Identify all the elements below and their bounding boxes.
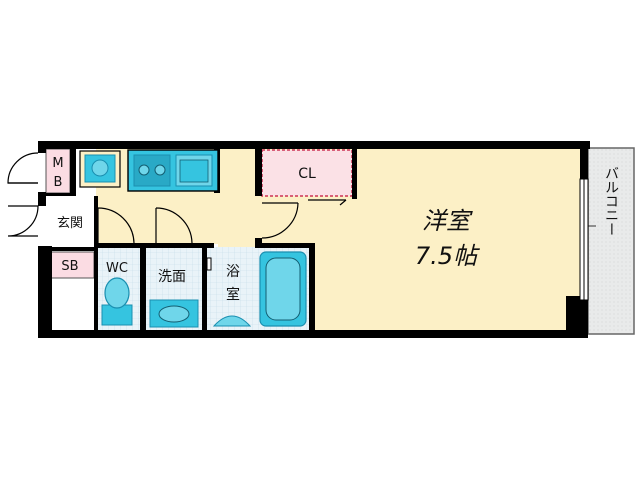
room-door xyxy=(261,202,299,239)
entrance-label: 玄関 xyxy=(57,216,83,231)
balcony-area xyxy=(587,147,635,335)
meter-box xyxy=(45,148,71,194)
main-room-size: 7.5帖 xyxy=(415,242,480,270)
entrance-door xyxy=(7,152,39,237)
toilet-icon xyxy=(101,277,133,326)
closet-door xyxy=(308,199,347,206)
shoe-box-label: SB xyxy=(61,259,78,274)
outer-walls xyxy=(38,141,590,338)
entrance-floor xyxy=(46,196,94,250)
bathtub-icon xyxy=(259,251,307,327)
toilet-label: WC xyxy=(106,261,128,276)
closet-label: CL xyxy=(298,166,316,182)
bath-basin-icon xyxy=(212,315,252,327)
bathroom-door xyxy=(204,252,212,292)
bathroom-label-1: 浴 xyxy=(226,264,240,280)
bathroom-label-2: 室 xyxy=(226,286,240,303)
balcony-label: バルコニー xyxy=(603,166,619,236)
shoe-box xyxy=(45,251,95,279)
meter-box-label-2: B xyxy=(54,175,63,190)
washing-machine-icon xyxy=(79,150,121,188)
kitchen-counter-icon xyxy=(127,149,219,192)
washroom-label: 洗面 xyxy=(158,269,186,285)
washroom-door xyxy=(155,207,193,244)
closet xyxy=(261,149,353,197)
toilet-door xyxy=(97,207,135,244)
main-room-label: 洋室 xyxy=(422,207,473,235)
meter-box-label-1: M xyxy=(52,156,63,171)
wash-basin-icon xyxy=(149,299,199,328)
